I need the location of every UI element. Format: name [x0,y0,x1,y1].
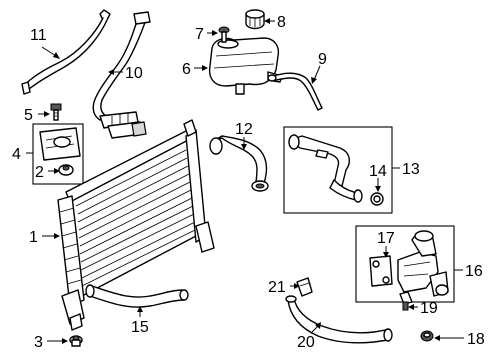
part-21-clip [296,277,313,297]
callout-17: 17 [377,230,395,247]
callout-9: 9 [318,51,327,68]
part-4-callout-box [32,123,84,185]
callout-19: 19 [420,300,438,317]
part-5-bolt [50,103,62,121]
callout-1: 1 [29,229,38,246]
callout-4: 4 [12,146,21,163]
callout-13: 13 [402,161,420,178]
callout-16: 16 [465,263,483,280]
part-16-thermostat-housing-assembly [355,225,455,311]
part-12-upper-hose [209,135,269,192]
part-9-overflow-hose [267,72,323,111]
part-1-radiator [57,119,215,331]
callout-labels: 1 2 3 4 5 6 7 8 9 10 11 12 13 14 15 16 1… [12,14,485,351]
callout-6: 6 [182,61,191,78]
callout-14: 14 [369,163,387,180]
callout-8: 8 [277,14,286,31]
callout-2: 2 [35,164,44,181]
part-13-callout-box [283,126,393,214]
callout-10: 10 [125,65,143,82]
part-6-expansion-tank [208,37,283,95]
part-7-screw [218,26,230,43]
leader-lines [26,18,464,344]
part-18-bolt [420,330,434,342]
part-3-grommet [69,335,83,347]
callout-15: 15 [131,319,149,336]
callout-20: 20 [297,334,315,351]
part-8-pressure-cap [245,9,265,30]
callout-18: 18 [467,331,485,348]
callout-5: 5 [24,107,33,124]
part-15-lower-hose [85,284,189,308]
part-11-upper-hose [21,9,111,95]
callout-11: 11 [30,27,47,44]
callout-7: 7 [195,26,204,43]
callout-12: 12 [235,121,253,138]
part-4-bracket-assembly [32,123,84,185]
part-10-radiator-hose [92,11,151,139]
callout-3: 3 [34,334,43,351]
part-13-coolant-pipe-assembly [283,126,393,214]
callout-21: 21 [268,279,286,296]
